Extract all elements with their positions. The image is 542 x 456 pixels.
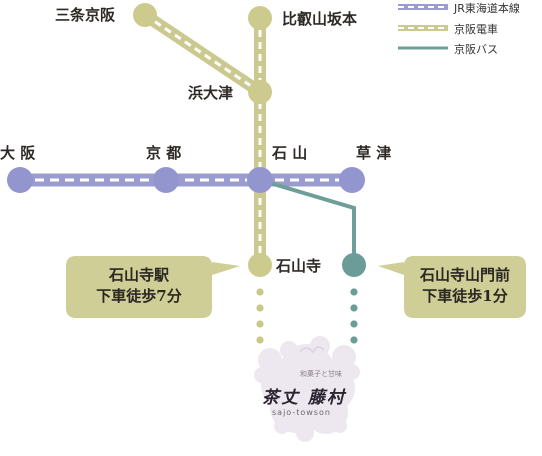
- keihan-bus-route: [259, 178, 356, 265]
- callout-right-text: 石山寺山門前 下車徒歩1分: [404, 265, 526, 307]
- logo-flower-icon: [254, 336, 360, 442]
- station-node-sanjo-keihan: [133, 3, 157, 27]
- callout-right-line1: 石山寺山門前: [419, 266, 510, 284]
- legend-label-jr: JR東海道本線: [454, 2, 520, 15]
- legend-label-keihan-train: 京阪電車: [454, 23, 498, 36]
- station-label-sanjo-keihan: 三条京阪: [55, 6, 116, 24]
- station-node-ishiyamadera: [248, 253, 272, 277]
- station-label-osaka: 大 阪: [0, 144, 36, 162]
- logo-romaji: sajo-towson: [272, 408, 331, 417]
- station-node-ishiyama: [247, 167, 273, 193]
- callout-right-line2: 下車徒歩1分: [422, 287, 508, 305]
- logo-tagline: 和菓子と甘味: [300, 370, 342, 378]
- callout-left-line2: 下車徒歩7分: [96, 287, 182, 305]
- station-node-kusatsu: [339, 167, 365, 193]
- callout-right-bubble: [378, 256, 526, 318]
- callout-left-bubble: [66, 256, 240, 318]
- legend-label-keihan-bus: 京阪バス: [454, 43, 498, 56]
- station-label-hamaotsu: 浜大津: [188, 84, 234, 102]
- callout-left-text: 石山寺駅 下車徒歩7分: [66, 265, 212, 307]
- station-label-hieizan-sakamoto: 比叡山坂本: [282, 10, 358, 28]
- callout-left-line1: 石山寺駅: [108, 266, 169, 284]
- walking-path-left: [256, 288, 264, 344]
- station-label-ishiyamadera: 石山寺: [276, 257, 322, 275]
- station-node-hamaotsu: [248, 80, 272, 104]
- logo-name: 茶丈 藤村: [262, 388, 346, 408]
- station-node-sanmon-mae: [342, 253, 366, 277]
- station-node-hieizan-sakamoto: [248, 6, 272, 30]
- station-label-kyoto: 京 都: [146, 144, 182, 162]
- station-label-kusatsu: 草 津: [356, 144, 392, 162]
- station-label-ishiyama: 石 山: [272, 144, 308, 162]
- walking-path-right: [350, 288, 358, 344]
- station-node-osaka: [7, 167, 33, 193]
- keihan-train-line: [141, 10, 266, 265]
- station-node-kyoto: [153, 167, 179, 193]
